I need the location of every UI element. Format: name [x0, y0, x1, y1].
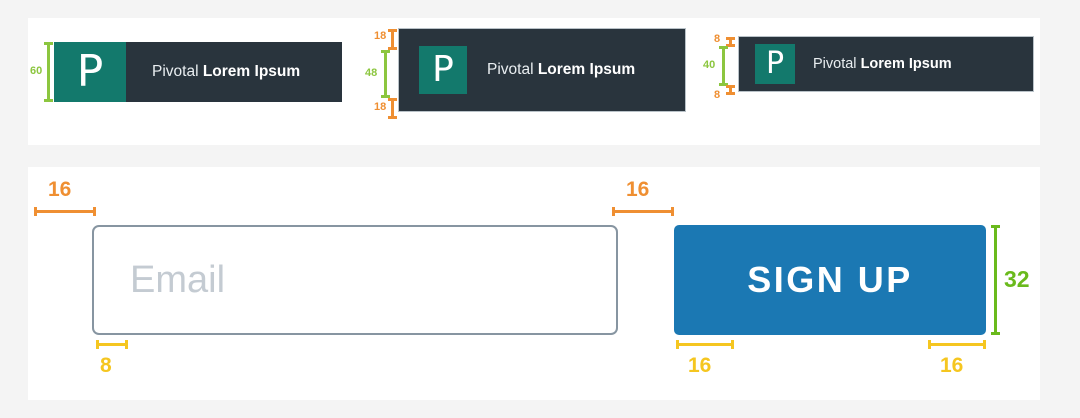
dimension-rule-navbar3-logo [719, 46, 728, 86]
navbar-spec-card: 60 P Pivotal Lorem Ipsum 18 48 18 P Pivo… [28, 18, 1040, 145]
navbar-title-bold: Lorem Ipsum [202, 63, 301, 80]
logo-letter-p: P [765, 46, 785, 81]
navbar-title-light: Pivotal [152, 63, 203, 80]
navbar-spec-2: 18 48 18 P Pivotal Lorem Ipsum [364, 18, 694, 145]
navbar-title-bold: Lorem Ipsum [537, 61, 636, 78]
dimension-label-email-outer-gap: 16 [48, 178, 72, 201]
dimension-rule-signup-pad-left [676, 340, 734, 349]
dimension-rule-navbar1-height [44, 42, 53, 102]
dimension-rule-navbar2-pad-bottom [388, 98, 397, 119]
logo-letter-p: P [432, 49, 454, 90]
email-input[interactable]: Email [92, 225, 618, 335]
dimension-label-navbar2-pad-top: 18 [374, 30, 387, 42]
pivotal-logo-icon: P [419, 46, 467, 94]
dimension-label-signup-height: 32 [1004, 266, 1030, 292]
navbar-title: Pivotal Lorem Ipsum [813, 56, 952, 72]
dimension-rule-navbar3-pad-bottom [726, 85, 735, 95]
dimension-rule-navbar3-pad-top [726, 37, 735, 47]
navbar-title: Pivotal Lorem Ipsum [487, 61, 635, 79]
sign-up-button[interactable]: SIGN UP [674, 225, 986, 335]
dimension-label-navbar1-height: 60 [30, 65, 43, 77]
navbar-small[interactable]: P Pivotal Lorem Ipsum [738, 36, 1034, 92]
navbar-title-light: Pivotal [813, 56, 861, 72]
navbar-title-bold: Lorem Ipsum [860, 56, 952, 72]
dimension-label-email-inner-pad: 8 [100, 354, 112, 377]
dimension-label-signup-outer-gap: 16 [626, 178, 650, 201]
dimension-label-navbar2-logo: 48 [365, 67, 378, 79]
dimension-label-navbar3-pad-top: 8 [714, 33, 721, 45]
form-spec-card: 16 Email 8 16 SIGN UP 16 16 32 [28, 167, 1040, 400]
pivotal-logo-icon: P [755, 44, 795, 84]
dimension-rule-navbar2-logo [381, 50, 390, 98]
sign-up-button-label: SIGN UP [747, 259, 913, 300]
email-placeholder: Email [130, 258, 226, 301]
navbar-title: Pivotal Lorem Ipsum [152, 63, 300, 81]
navbar-spec-1: 60 P Pivotal Lorem Ipsum [28, 18, 358, 145]
dimension-label-signup-pad-left: 16 [688, 354, 712, 377]
dimension-rule-signup-outer-gap [612, 207, 674, 216]
logo-letter-p: P [76, 46, 104, 97]
dimension-label-signup-pad-right: 16 [940, 354, 964, 377]
navbar-medium[interactable]: P Pivotal Lorem Ipsum [398, 28, 686, 112]
navbar-spec-3: 8 40 8 P Pivotal Lorem Ipsum [700, 18, 1040, 145]
pivotal-logo-icon: P [54, 42, 126, 102]
dimension-label-navbar2-pad-bottom: 18 [374, 101, 387, 113]
navbar-large[interactable]: P Pivotal Lorem Ipsum [54, 42, 342, 102]
dimension-rule-signup-pad-right [928, 340, 986, 349]
dimension-rule-email-outer-gap [34, 207, 96, 216]
dimension-label-navbar3-logo: 40 [703, 59, 716, 71]
dimension-rule-navbar2-pad-top [388, 29, 397, 50]
dimension-label-navbar3-pad-bottom: 8 [714, 89, 721, 101]
dimension-rule-email-inner-pad [96, 340, 128, 349]
navbar-title-light: Pivotal [487, 61, 538, 78]
dimension-rule-signup-height [991, 225, 1000, 335]
